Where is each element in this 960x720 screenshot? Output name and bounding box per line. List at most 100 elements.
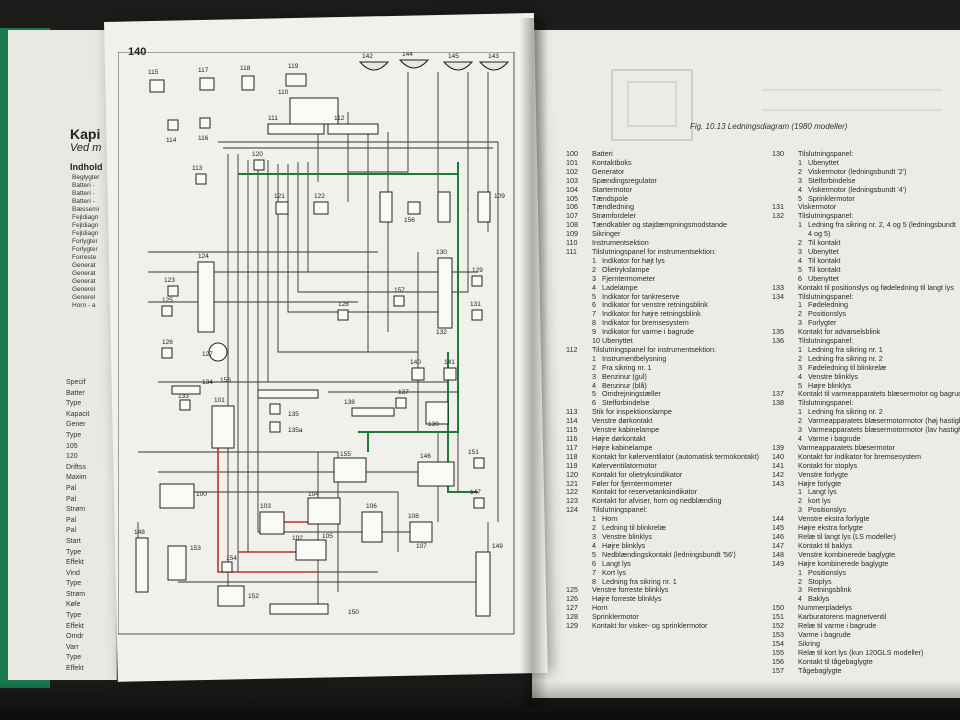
- diagram-component-label: 125: [162, 297, 173, 304]
- legend-entry-number: 119: [566, 460, 578, 470]
- legend-entry-number: 139: [772, 442, 784, 452]
- legend-entry-text: Varmeapparatets blæsermotormotor (lav ha…: [808, 425, 960, 435]
- legend-entry-number: 5: [592, 549, 596, 559]
- legend-entry-number: 122: [566, 487, 578, 497]
- legend-entry-number: 130: [772, 149, 784, 158]
- legend-entry-text: Tilslutningspanel for instrumentsektion:: [592, 246, 716, 256]
- legend-entry-text: Kontakt for afviser, horn og nedblænding: [592, 496, 722, 506]
- diagram-component-label: 115: [148, 69, 159, 76]
- legend-entry-text: Instrumentbelysning: [602, 353, 667, 363]
- legend-entry-text: Positionslys: [808, 567, 846, 577]
- legend-entry-number: 121: [566, 478, 578, 488]
- diagram-component-label: 122: [314, 193, 325, 200]
- diagram-component-label: 155: [340, 451, 351, 458]
- back-page-line: Specif: [66, 379, 86, 386]
- legend-entry-number: 8: [592, 576, 596, 586]
- back-page-line: Varr: [66, 643, 79, 651]
- back-page-line: Generel: [72, 294, 96, 301]
- legend-entry-number: 150: [772, 603, 784, 613]
- legend-entry-number: 133: [772, 282, 784, 292]
- diagram-component-label: 131: [470, 301, 481, 308]
- legend-entry-text: Ladelampe: [602, 282, 638, 292]
- legend-entry: 4 Højre blinklys: [566, 540, 759, 551]
- legend-entry-text: Højre dørkontakt: [592, 434, 646, 443]
- legend-entry-text: Fødeledning til blinkrelæ: [808, 362, 887, 372]
- legend-entry-text: Forlygter: [808, 318, 837, 328]
- legend-entry-number: 7: [592, 567, 596, 577]
- diagram-component-label: 156: [220, 377, 231, 384]
- legend-entry-text: Kontakt til tågebaglygte: [798, 656, 873, 666]
- legend-entry-text: Indikator for højre retningsblink: [602, 309, 701, 319]
- back-subheading: Ved m: [70, 142, 102, 154]
- legend-entry-number: 106: [566, 202, 578, 212]
- diagram-component-label: 138: [344, 399, 355, 406]
- back-page-line: Generel: [72, 286, 96, 293]
- legend-entry-text: Fødeledning: [808, 300, 848, 310]
- legend-entry-text: Højre blinklys: [602, 540, 646, 550]
- diagram-component-label: 124: [198, 253, 209, 260]
- legend-entry-text: Baklys: [808, 594, 830, 604]
- legend-entry-number: 120: [566, 469, 578, 479]
- legend-entry-text: Ubenyttet: [808, 246, 839, 256]
- legend-entry-number: 1: [592, 255, 596, 265]
- legend-entry-number: 4: [798, 255, 802, 265]
- back-page-line: Generat: [72, 262, 96, 269]
- legend-entry-text: Stelforbindelse: [808, 175, 856, 185]
- legend-entry-number: 3: [592, 273, 596, 283]
- legend-entry-number: 1: [798, 407, 802, 417]
- legend-entry-number: 141: [772, 460, 784, 470]
- legend-entry-text: Tilslutningspanel:: [798, 398, 854, 408]
- back-page-line: Bæssemi: [72, 206, 100, 213]
- diagram-component-label: 134: [202, 379, 213, 386]
- legend-entry-number: 129: [566, 621, 578, 631]
- back-page-line: Generat: [72, 270, 96, 277]
- back-page-line: Forreste: [72, 254, 97, 261]
- legend-entry-text: Indikator for tankreserve: [602, 291, 680, 301]
- legend-entry-text: Varme i bagrude: [808, 434, 861, 443]
- back-page-line: Pal: [66, 516, 77, 524]
- back-page-line: Batteri -: [72, 198, 95, 205]
- legend-entry-number: 3: [798, 246, 802, 256]
- legend-entry-number: 2: [592, 523, 596, 533]
- legend-entry-text: Ledning til blinkrelæ: [602, 523, 666, 533]
- back-page-line: Start: [66, 537, 81, 545]
- back-page-line: Strøm: [66, 506, 86, 514]
- legend-entry-number: 157: [772, 665, 784, 675]
- diagram-component-label: 132: [436, 329, 447, 336]
- legend-entry-text: Kontaktboks: [592, 157, 632, 167]
- legend-entry-number: 3: [798, 505, 802, 515]
- legend-entry-text: Stelforbindelse: [602, 398, 650, 408]
- back-page-line: Forlygter: [72, 246, 98, 253]
- legend-entry: 157 Tågebaglygte: [772, 665, 960, 676]
- legend-entry-number: 3: [798, 425, 802, 435]
- legend-entry: 3 Varmeapparatets blæsermotormotor (lav h…: [772, 425, 960, 435]
- diagram-component-label: 108: [408, 513, 419, 520]
- diagram-component-label: 101: [214, 397, 225, 404]
- legend-entry-number: 1: [592, 353, 596, 363]
- legend-entry-text: Tågebaglygte: [798, 665, 842, 675]
- legend-entry-number: 4: [592, 540, 596, 550]
- diagram-component-label: 102: [292, 535, 303, 542]
- legend-entry-number: 5: [798, 264, 802, 274]
- diagram-component-label: 153: [190, 545, 201, 552]
- diagram-component-label: 152: [248, 593, 259, 600]
